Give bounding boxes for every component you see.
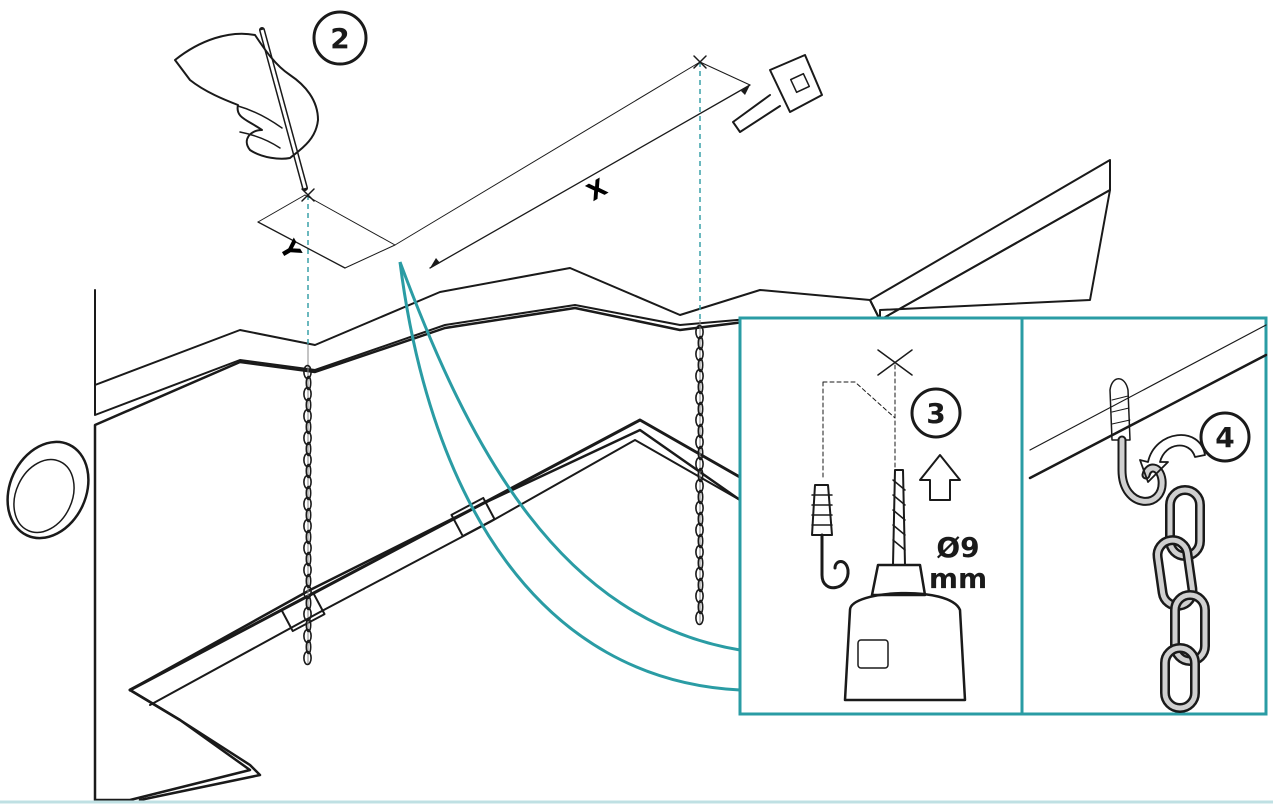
ceiling-line-lower	[1028, 353, 1268, 480]
callout-connector	[398, 261, 741, 692]
chain-left-link	[305, 441, 312, 457]
chain-links-icon	[1152, 485, 1210, 713]
chain-right-link	[697, 401, 704, 417]
rail-bracket-2	[450, 496, 496, 538]
x-dimension-line	[429, 84, 751, 269]
chain-right-link	[697, 335, 704, 351]
drill-alignment-guides	[822, 364, 896, 481]
floor-rail-inner	[149, 439, 741, 706]
wall-hole-inner	[13, 458, 75, 534]
chain-right-link	[697, 379, 704, 395]
detail-frame-3	[738, 316, 1024, 716]
tape-measure-icon	[732, 54, 823, 133]
step-3-badge: 3	[910, 387, 962, 439]
chain-left-link	[305, 463, 312, 479]
chain-right-link	[697, 357, 704, 373]
chain-left-link	[305, 529, 312, 545]
chain-left	[303, 345, 312, 666]
rail-bracket-1	[280, 591, 326, 633]
measurement-guides	[257, 55, 751, 345]
chain-right-link	[695, 610, 704, 626]
detail-panel-step-3: 3 Ø9 mm	[738, 316, 1024, 716]
chain-left-link	[305, 595, 312, 611]
y-dimension-line	[257, 221, 346, 269]
chain-left-link	[305, 375, 312, 391]
wall-opening	[6, 440, 90, 540]
dimension-y-label: Y	[273, 235, 307, 265]
ceiling-line-upper	[1029, 324, 1267, 451]
chain-right-link	[697, 511, 704, 527]
step-2-badge: 2	[312, 10, 368, 66]
chain-left-link	[305, 617, 312, 633]
ceiling-anchor-icon	[1109, 378, 1167, 506]
wall-surface	[93, 306, 762, 802]
chain-right-link	[697, 577, 704, 593]
chain-left-link	[305, 551, 312, 567]
step-4-number: 4	[1215, 421, 1234, 454]
chain-right-link	[697, 423, 704, 439]
wall-anchor-icon	[811, 484, 850, 590]
chain-right-link	[697, 599, 704, 615]
chain-right	[695, 320, 704, 626]
chain-right-link	[697, 467, 704, 483]
drill-diameter-label: Ø9	[936, 531, 979, 564]
step-4-badge: 4	[1199, 411, 1251, 463]
floor-rail	[128, 418, 747, 692]
cabinet-right	[879, 189, 1111, 321]
chain-left-link	[305, 507, 312, 523]
mark-cross-left	[301, 188, 315, 202]
chain-left-link	[305, 639, 312, 655]
detail-panel-step-4: 4	[1020, 316, 1268, 716]
x-reference-line	[394, 61, 701, 246]
wall-hole-outer	[6, 440, 90, 540]
chain-left-link	[305, 419, 312, 435]
drill-mark-cross	[877, 349, 913, 376]
drill-unit-label: mm	[929, 562, 987, 595]
drill-direction-arrow-icon	[919, 454, 961, 501]
chain-left-link	[303, 650, 312, 666]
chain-right-link	[697, 489, 704, 505]
mark-cross-right	[693, 55, 707, 69]
ceiling-panel-right	[869, 159, 1111, 321]
chain-right-link	[697, 445, 704, 461]
chain-right-link	[697, 533, 704, 549]
floor-rail-end	[128, 688, 262, 802]
detail-frame-4	[1020, 316, 1268, 716]
chain-left-link	[305, 397, 312, 413]
step-2-number: 2	[330, 22, 349, 55]
chain-right-link	[697, 555, 704, 571]
hand-pencil-icon	[174, 27, 319, 191]
attach-chain-arrow-icon	[1139, 434, 1206, 483]
chain-left-link	[305, 573, 312, 589]
chain-left-link	[305, 485, 312, 501]
step-3-number: 3	[926, 397, 945, 430]
power-drill-icon	[843, 563, 967, 702]
